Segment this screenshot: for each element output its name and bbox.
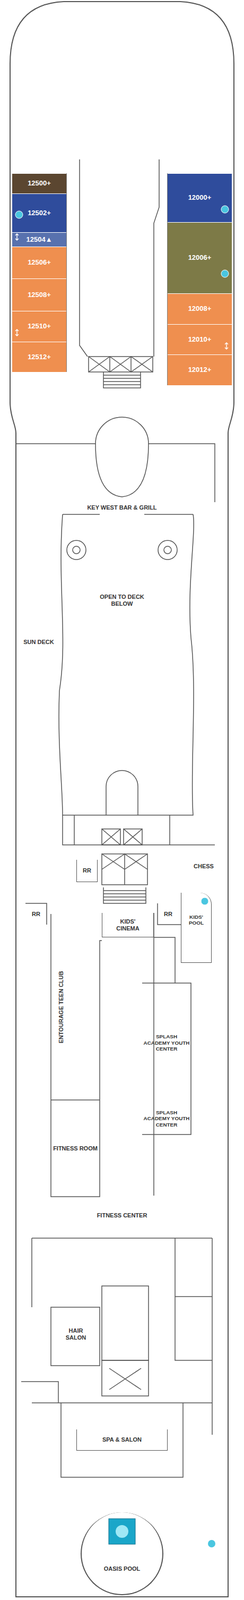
cabin-number: 12512+ xyxy=(27,352,51,361)
connecting-arrow xyxy=(15,328,19,336)
room-area: RR xyxy=(25,901,47,923)
connecting-arrow xyxy=(15,233,19,240)
room-name: KIDS' CINEMA xyxy=(109,916,147,930)
room-icon xyxy=(81,1509,165,1593)
room-area: SPA & SALON xyxy=(76,1426,168,1449)
accessible-dot xyxy=(15,210,23,219)
cabin-number: 12502+ xyxy=(27,208,51,217)
cabin-number: 12012+ xyxy=(188,365,212,374)
cabin-block: 12502+ xyxy=(12,193,67,232)
cabin-number: 12500+ xyxy=(27,179,51,188)
area-label: CHESS xyxy=(192,861,215,869)
cabin-block: 12508+ xyxy=(12,277,67,311)
room-name: SPLASH ACADEMY YOUTH CENTER xyxy=(142,1107,191,1126)
cabin-number: 12504▲ xyxy=(25,235,52,244)
area-label: FITNESS CENTER xyxy=(96,1209,149,1217)
cabin-block: 12500+ xyxy=(12,172,67,194)
room-name: FITNESS ROOM xyxy=(53,1143,98,1150)
area-label: SUN DECK xyxy=(16,637,61,645)
room-name: RR xyxy=(82,865,92,873)
cabin-block: 12000+ xyxy=(167,172,232,222)
room-area: OPEN TO DECK BELOW xyxy=(79,567,165,632)
cabin-block: 12010+ xyxy=(167,323,232,354)
room-area: ENTOURAGE TEEN CLUB xyxy=(50,912,72,1098)
room-name: RR xyxy=(31,909,41,917)
cabin-block: 12008+ xyxy=(167,292,232,324)
cabin-block: 12506+ xyxy=(12,246,67,278)
accessible-dot xyxy=(201,895,209,904)
room-area: RR xyxy=(157,901,179,923)
room-area: SPLASH ACADEMY YOUTH CENTER xyxy=(142,1100,191,1133)
room-name: OASIS POOL xyxy=(103,1562,141,1570)
room-area: RR xyxy=(76,858,98,881)
area-label: KEY WEST BAR & GRILL xyxy=(85,503,158,511)
room-name: SPLASH ACADEMY YOUTH CENTER xyxy=(142,1031,191,1050)
cabin-number: 12006+ xyxy=(188,253,212,262)
room-name: KIDS' POOL xyxy=(181,912,212,925)
room-name: OPEN TO DECK BELOW xyxy=(98,592,146,606)
connecting-arrow xyxy=(224,342,229,349)
room-area: SPLASH ACADEMY YOUTH CENTER xyxy=(142,981,191,1101)
accessible-dot xyxy=(221,269,229,277)
cabin-block: 12512+ xyxy=(12,341,67,372)
cabin-number: 12008+ xyxy=(188,304,212,313)
cabin-number: 12506+ xyxy=(27,258,51,267)
room-area: KIDS' CINEMA xyxy=(101,911,154,936)
cabin-block: 12510+ xyxy=(12,310,67,342)
cabin-block: 12006+ xyxy=(167,221,232,293)
room-area: KIDS' POOL xyxy=(180,891,212,962)
room-icon xyxy=(181,891,213,962)
pool-glow xyxy=(115,1522,129,1536)
room-area: OASIS POOL xyxy=(80,1509,164,1593)
room-area: FITNESS ROOM xyxy=(50,1098,100,1195)
cabin-number: 12508+ xyxy=(27,290,51,299)
cabin-block: 12504▲ xyxy=(12,231,67,247)
cabin-number: 12010+ xyxy=(188,335,212,344)
cabin-number: 12510+ xyxy=(27,321,51,330)
room-name: ENTOURAGE TEEN CLUB xyxy=(57,969,65,1042)
room-name: SPA & SALON xyxy=(102,1433,142,1441)
room-name: RR xyxy=(163,909,173,917)
pool-water xyxy=(108,1515,136,1542)
cabin-number: 12000+ xyxy=(188,193,212,202)
accessible-dot xyxy=(221,205,229,213)
area-label: HAIR SALON xyxy=(58,1325,93,1339)
cabin-block: 12012+ xyxy=(167,353,232,385)
